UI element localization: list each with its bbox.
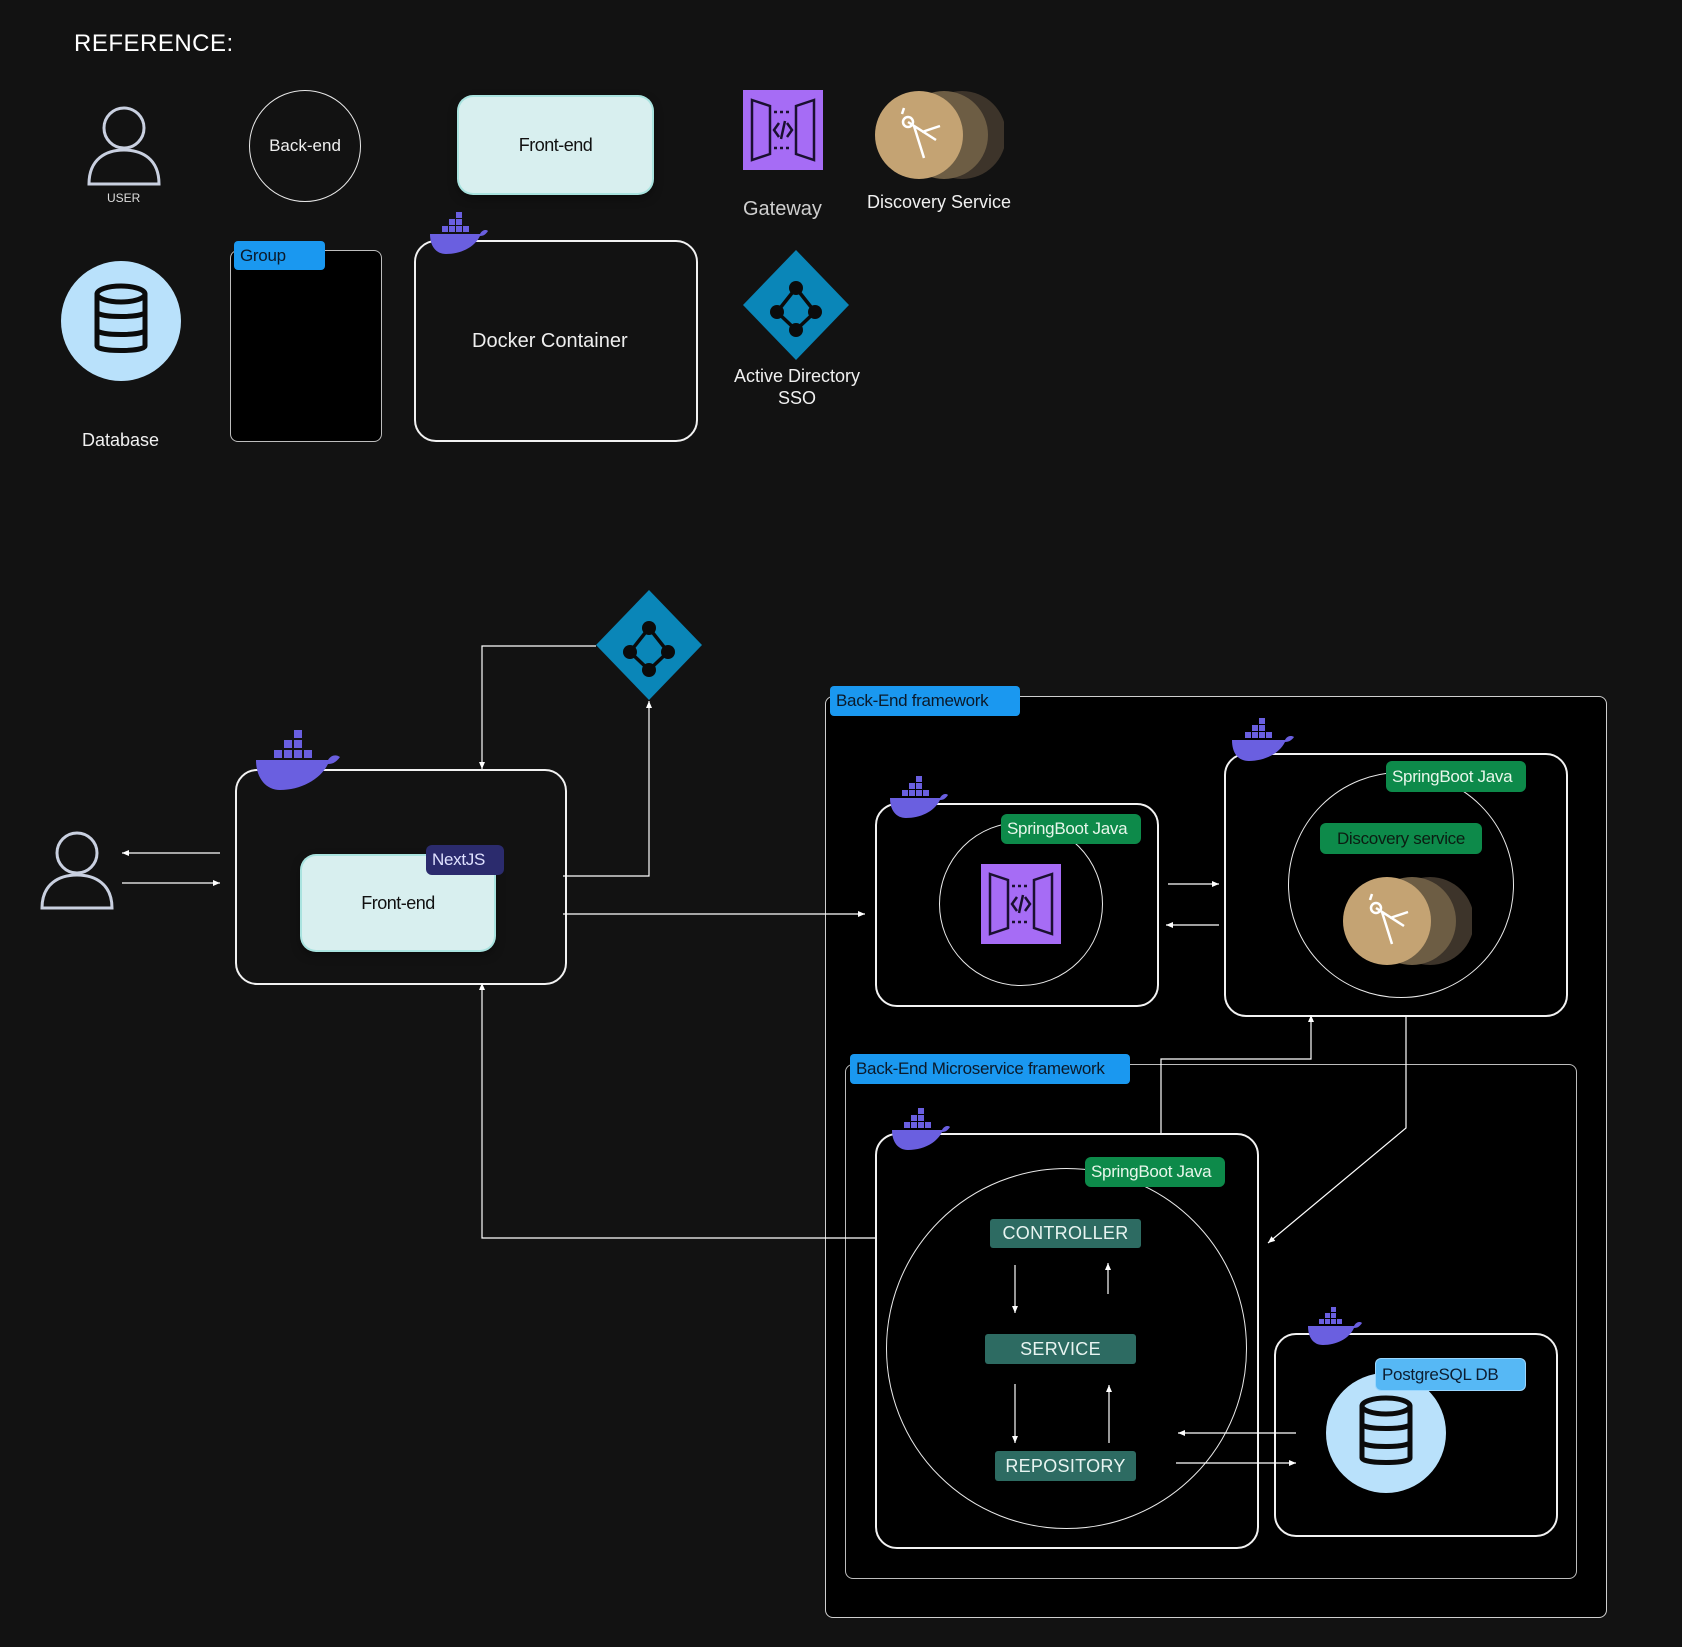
discovery-service-tag: Discovery service	[1320, 823, 1482, 854]
arrow-frontend-to-ad	[563, 701, 652, 877]
active-directory-label-2: SSO	[777, 388, 816, 408]
discovery-label: Discovery Service	[867, 192, 1012, 212]
arrow-ad-to-frontend	[479, 645, 596, 769]
nextjs-tag: NextJS	[426, 845, 504, 875]
active-directory-label-1: Active Directory	[733, 366, 861, 386]
gateway-springboot-tag: SpringBoot Java	[1001, 814, 1141, 844]
arch-active-directory-icon	[596, 590, 702, 700]
group-reference	[230, 250, 382, 442]
docker-icon	[430, 212, 488, 254]
repository-layer: REPOSITORY	[995, 1451, 1136, 1481]
discovery-springboot-tag: SpringBoot Java	[1386, 761, 1526, 792]
microservice-ring	[886, 1168, 1247, 1529]
backend-label: Back-end	[269, 136, 341, 155]
gateway-docker-icon	[890, 776, 948, 818]
service-layer: SERVICE	[985, 1334, 1136, 1364]
discovery-icon	[875, 91, 1004, 179]
discovery-docker-icon	[1232, 718, 1294, 761]
discovery-container	[1224, 753, 1568, 1017]
controller-layer: CONTROLLER	[990, 1219, 1141, 1248]
postgresql-tag: PostgreSQL DB	[1376, 1359, 1525, 1390]
user-label: USER	[107, 191, 141, 205]
user-icon	[87, 106, 161, 186]
backend-framework-tag: Back-End framework	[830, 686, 1020, 716]
database-docker-icon	[1308, 1307, 1362, 1345]
gateway-container	[875, 803, 1159, 1007]
database-container	[1274, 1333, 1558, 1537]
arch-discovery-icon	[1343, 877, 1472, 965]
docker-container-reference	[414, 240, 698, 442]
microservice-container	[875, 1133, 1259, 1549]
arch-user-icon	[40, 831, 114, 910]
arrow-discovery-to-microservice	[1267, 1017, 1407, 1244]
microservice-framework-panel	[845, 1064, 1577, 1579]
group-tag: Group	[234, 241, 325, 270]
database-label: Database	[82, 430, 160, 450]
arrow-microservice-to-frontend	[479, 983, 875, 1239]
arch-database-icon	[1326, 1373, 1446, 1493]
frontend-docker-icon	[256, 730, 340, 790]
arrow-microservice-to-discovery	[1160, 1015, 1314, 1133]
gateway-icon	[743, 90, 823, 170]
docker-container-label: Docker Container	[472, 330, 628, 352]
arch-gateway-icon	[981, 864, 1061, 944]
frontend-reference: Front-end	[459, 97, 652, 193]
microservice-framework-tag: Back-End Microservice framework	[850, 1054, 1130, 1084]
database-icon	[61, 261, 181, 381]
frontend-reference-label: Front-end	[518, 134, 593, 155]
active-directory-icon	[743, 250, 849, 360]
microservice-docker-icon	[892, 1108, 950, 1150]
frontend-container	[235, 769, 567, 985]
backend-reference: Back-end	[249, 90, 361, 202]
frontend-label: Front-end	[361, 892, 435, 913]
gateway-label: Gateway	[743, 198, 822, 220]
microservice-springboot-tag: SpringBoot Java	[1085, 1157, 1225, 1187]
reference-title: REFERENCE:	[74, 30, 234, 57]
